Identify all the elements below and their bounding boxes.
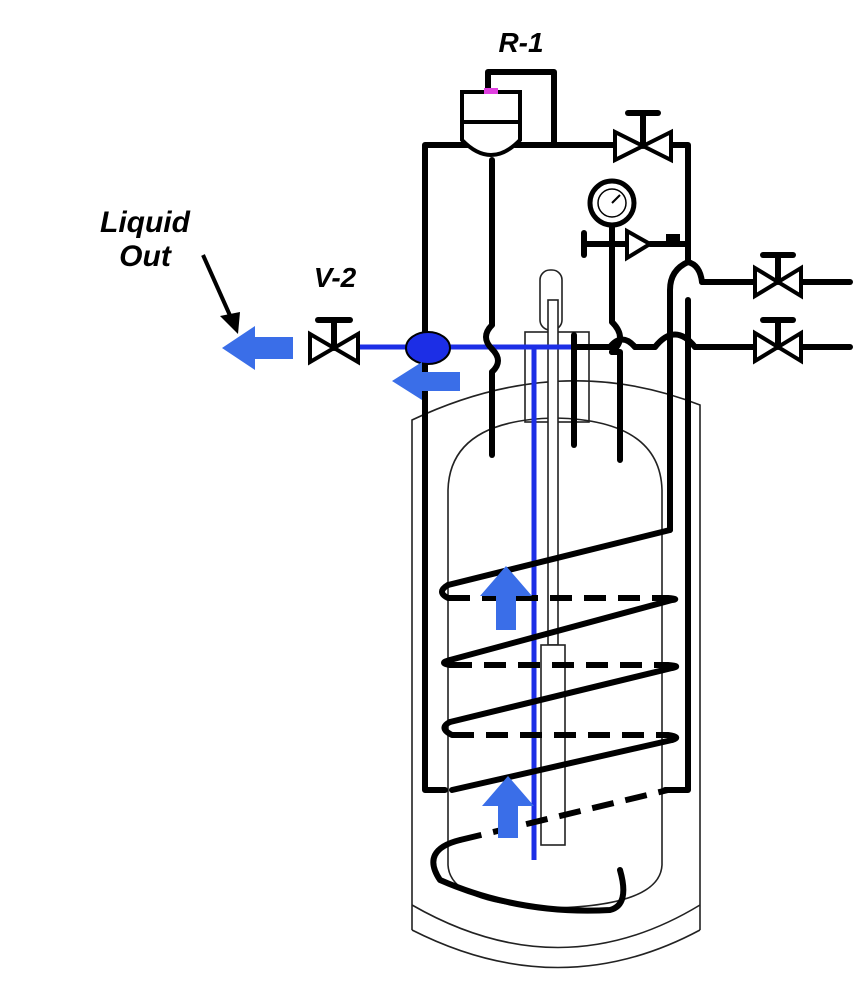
level-probe bbox=[540, 299, 566, 846]
regulator-label: R-1 bbox=[498, 27, 543, 58]
valve-v2 bbox=[308, 317, 360, 366]
coil bbox=[430, 527, 680, 914]
tee-fitting bbox=[405, 331, 451, 365]
flow-arrows bbox=[222, 326, 534, 838]
coil-up-arrow-lower bbox=[482, 776, 534, 838]
piping bbox=[422, 69, 853, 793]
pressure-gauge bbox=[587, 178, 637, 228]
relief-device bbox=[581, 227, 691, 262]
return-arrow bbox=[392, 362, 460, 400]
liquid-out-label-line1: Liquid bbox=[100, 206, 191, 239]
liquid-out-pointer bbox=[201, 254, 240, 334]
valve-label: V-2 bbox=[314, 262, 357, 293]
regulator-r1 bbox=[460, 88, 522, 157]
upper-right-valve bbox=[753, 252, 803, 300]
top-valve bbox=[613, 110, 673, 164]
coil-up-arrow-upper bbox=[480, 566, 532, 630]
liquid-out-arrow bbox=[222, 326, 293, 370]
liquid-out-label-line2: Out bbox=[119, 240, 173, 273]
lower-right-valve bbox=[753, 317, 803, 365]
